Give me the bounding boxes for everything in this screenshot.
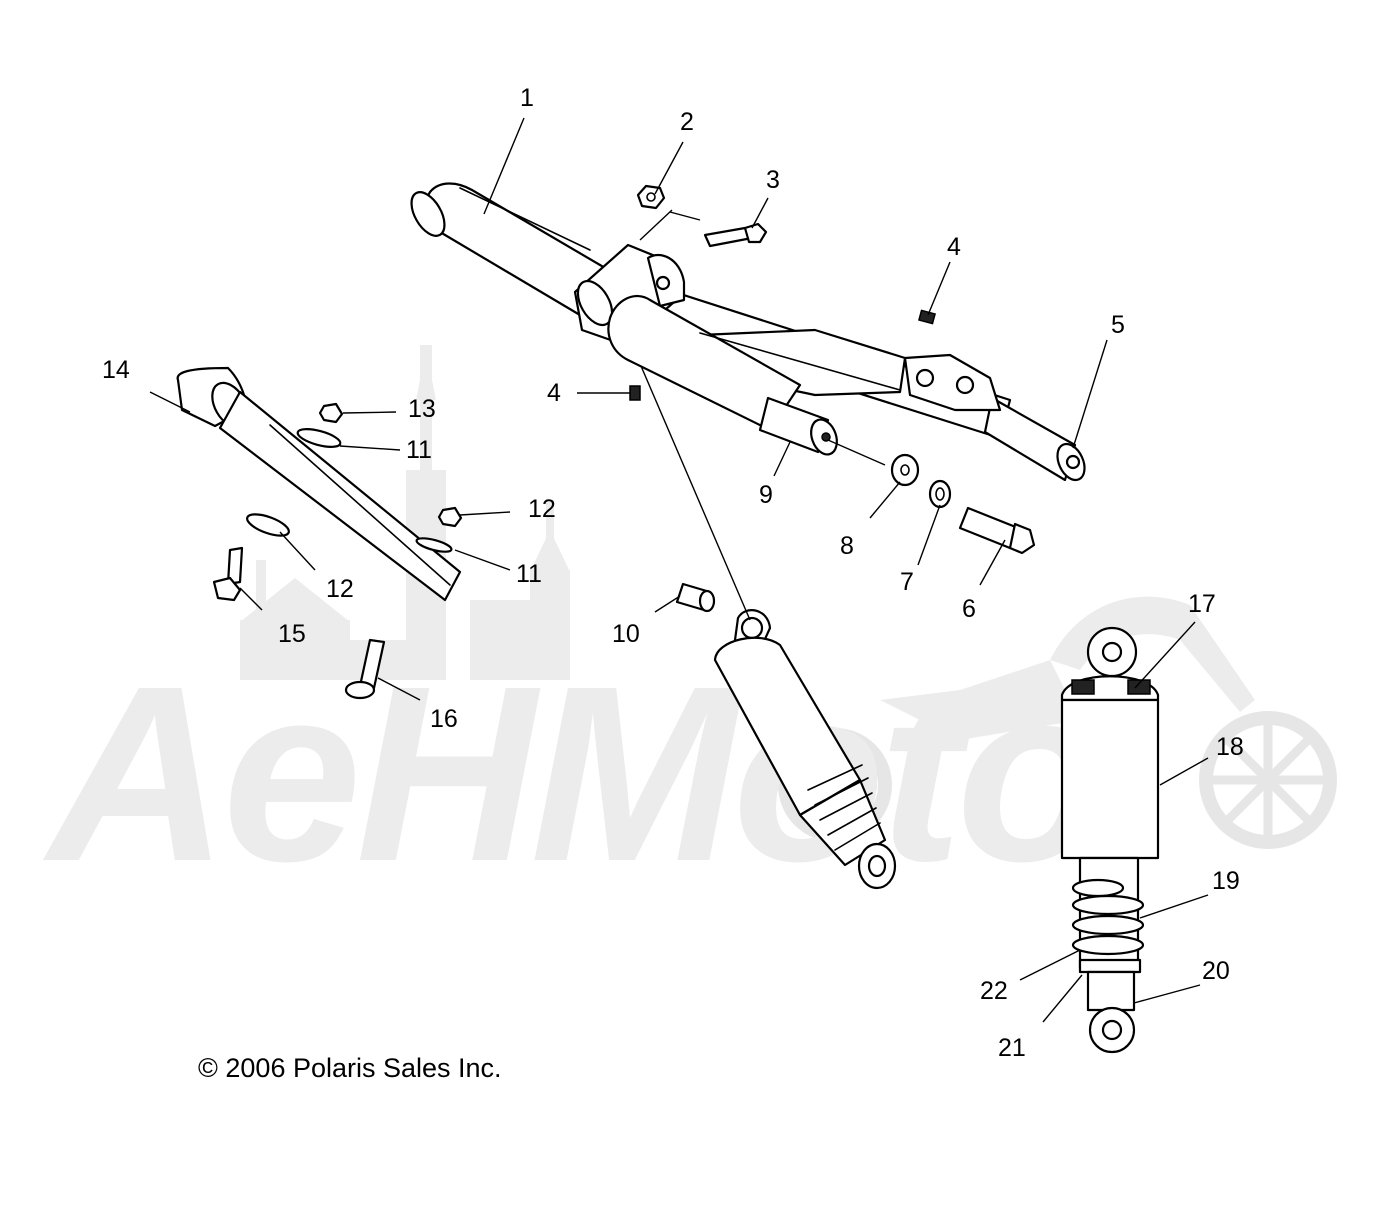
callout-10: 10 xyxy=(612,620,640,648)
callout-18: 18 xyxy=(1216,733,1244,761)
callout-21: 21 xyxy=(998,1034,1026,1062)
watermark-text: AeHMoto xyxy=(42,634,1103,913)
hex-bolt-part xyxy=(212,546,244,602)
mounting-bracket-part xyxy=(176,366,462,602)
callout-19: 19 xyxy=(1212,867,1240,895)
callout-15: 15 xyxy=(278,620,306,648)
leader-lines xyxy=(149,117,1209,1023)
callout-20: 20 xyxy=(1202,957,1230,985)
callout-12-upper: 12 xyxy=(528,495,556,523)
small-nut-part xyxy=(318,402,463,528)
callout-4-upper: 4 xyxy=(947,233,961,261)
callout-11-upper: 11 xyxy=(406,436,432,464)
flange-bolt-part xyxy=(344,638,386,700)
washer-part xyxy=(890,453,920,487)
callout-16: 16 xyxy=(430,705,458,733)
bushing-part xyxy=(675,582,716,613)
bolt-part xyxy=(958,506,1036,555)
callout-8: 8 xyxy=(840,532,854,560)
callout-3: 3 xyxy=(766,166,780,194)
mounted-shock-part xyxy=(713,609,897,890)
callout-1: 1 xyxy=(520,84,534,112)
upper-control-arm-part xyxy=(410,182,1086,482)
callout-4-lower: 4 xyxy=(547,379,561,407)
callout-14: 14 xyxy=(102,356,130,384)
wave-washer-part xyxy=(246,428,453,553)
pivot-bolt-part xyxy=(669,211,768,248)
copyright-notice: © 2006 Polaris Sales Inc. xyxy=(198,1053,502,1083)
callout-11-lower: 11 xyxy=(516,560,542,588)
callout-5: 5 xyxy=(1111,311,1125,339)
callout-2: 2 xyxy=(680,108,694,136)
callout-9: 9 xyxy=(759,481,773,509)
callout-13: 13 xyxy=(408,395,436,423)
callout-12-lower: 12 xyxy=(326,575,354,603)
callout-6: 6 xyxy=(962,595,976,623)
callout-22: 22 xyxy=(980,977,1008,1005)
callout-17: 17 xyxy=(1188,590,1216,618)
flange-nut-part xyxy=(636,184,666,210)
rear-shock-part xyxy=(1060,626,1160,1054)
nut-washer-part xyxy=(928,479,952,509)
callout-labels: 1 2 3 4 4 5 6 7 8 9 10 11 11 12 12 13 14… xyxy=(102,84,1244,1062)
callout-7: 7 xyxy=(900,568,914,596)
